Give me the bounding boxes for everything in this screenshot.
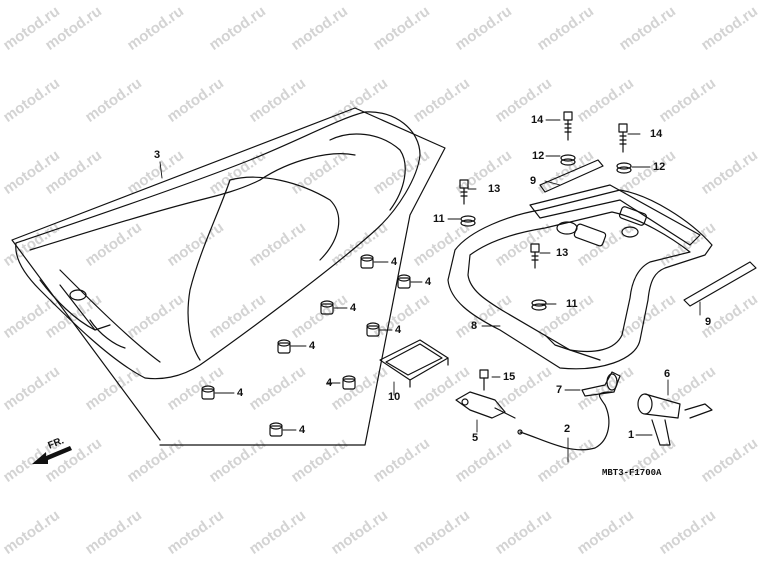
part-number-label: 6 xyxy=(664,368,671,380)
part-number-label: 12 xyxy=(532,150,545,162)
part-number-label: 8 xyxy=(471,320,478,332)
part-number-label: 14 xyxy=(650,128,663,140)
part-number-label: 10 xyxy=(388,391,401,403)
part-number-label: 13 xyxy=(488,183,501,195)
seat-group-outline xyxy=(11,107,446,446)
part-number-label: 13 xyxy=(556,247,569,259)
part-number-label: 4 xyxy=(237,387,244,399)
seat-illustration xyxy=(15,111,421,380)
part-number-label: 11 xyxy=(433,213,445,225)
seat-catch xyxy=(455,391,516,419)
nut-group xyxy=(201,254,411,437)
part-number-label: 14 xyxy=(531,114,544,126)
part-number-label: 15 xyxy=(503,371,516,383)
part-number-label: 4 xyxy=(309,340,316,352)
part-number-label: 12 xyxy=(653,161,666,173)
part-number-label: 4 xyxy=(391,256,398,268)
rear-carrier xyxy=(447,184,713,370)
front-direction-arrow-icon xyxy=(30,440,80,464)
part-number-label: 4 xyxy=(425,276,432,288)
part-number-label: 2 xyxy=(564,423,571,435)
seat-bracket xyxy=(379,339,449,388)
seat-lock xyxy=(637,393,713,446)
part-number-label: 4 xyxy=(350,302,357,314)
part-number-label: 11 xyxy=(566,298,578,310)
diagram-code: MBT3-F1700A xyxy=(602,468,662,478)
part-number-label: 3 xyxy=(154,149,161,161)
part-number-label: 9 xyxy=(705,316,712,328)
rubber-strip-upper xyxy=(539,159,604,193)
rubber-strip-lower xyxy=(683,261,757,307)
leader-lines xyxy=(159,119,701,463)
cable-holder xyxy=(581,371,621,397)
part-number-label: 4 xyxy=(299,424,306,436)
bolt-group xyxy=(459,111,628,391)
part-number-label: 4 xyxy=(326,377,333,389)
seat-lock-cable xyxy=(517,391,613,451)
part-number-label: 5 xyxy=(472,432,479,444)
part-number-label: 7 xyxy=(556,384,563,396)
part-number-label: 9 xyxy=(530,175,537,187)
washer-group xyxy=(460,154,632,311)
part-number-label: 4 xyxy=(395,324,402,336)
part-number-label: 1 xyxy=(628,429,635,441)
